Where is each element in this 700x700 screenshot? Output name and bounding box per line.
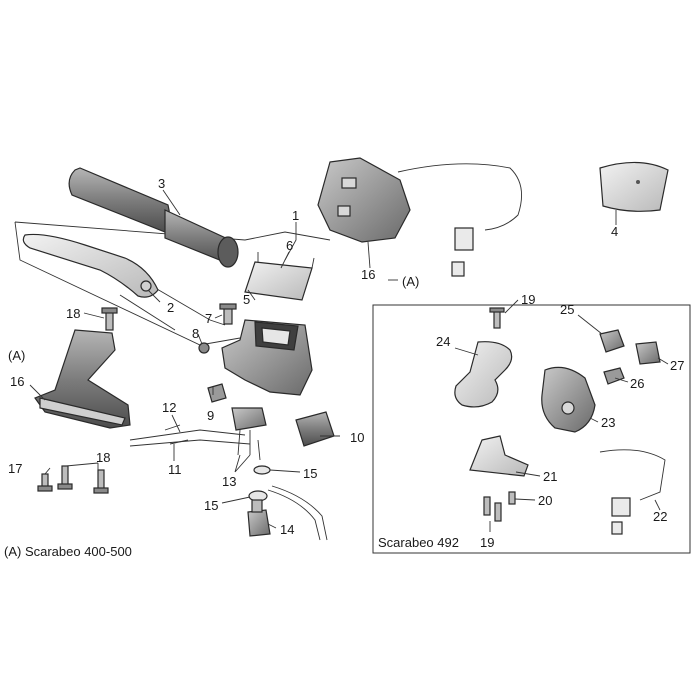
part-23 <box>541 366 596 433</box>
part-21 <box>469 435 529 477</box>
callout-27: 27 <box>670 358 684 373</box>
washers-15 <box>248 465 271 502</box>
switch-housing-left <box>34 329 131 429</box>
cables <box>129 424 251 447</box>
screws-lower-left <box>37 465 109 494</box>
part-8 <box>198 342 210 354</box>
switch-housing-upper <box>317 157 523 277</box>
callout-15-lower: 15 <box>204 498 218 513</box>
part-26 <box>603 367 625 385</box>
callout-19-lower: 19 <box>480 535 494 550</box>
legend-note: (A) Scarabeo 400-500 <box>4 544 132 559</box>
callout-16-left: 16 <box>10 374 24 389</box>
callout-24: 24 <box>436 334 450 349</box>
callout-18-lower: 18 <box>96 450 110 465</box>
brake-switch <box>231 407 267 461</box>
scarabeo-492-inset <box>372 304 691 554</box>
callout-20: 20 <box>538 493 552 508</box>
callout-10: 10 <box>350 430 364 445</box>
callout-14: 14 <box>280 522 294 537</box>
callout-22: 22 <box>653 509 667 524</box>
callout-23: 23 <box>601 415 615 430</box>
cover <box>599 161 669 212</box>
part-22 <box>599 449 666 535</box>
note-a-left: (A) <box>8 348 25 363</box>
callout-13: 13 <box>222 474 236 489</box>
callout-3: 3 <box>158 176 165 191</box>
callout-16-upper: 16 <box>361 267 375 282</box>
callout-5: 5 <box>243 292 250 307</box>
callout-4: 4 <box>611 224 618 239</box>
brake-lever <box>22 233 159 298</box>
leader-lines <box>29 189 669 532</box>
inset-title: Scarabeo 492 <box>378 535 459 550</box>
screw-7 <box>219 303 237 325</box>
callout-25: 25 <box>560 302 574 317</box>
callout-15-upper: 15 <box>303 466 317 481</box>
screw-18-upper <box>101 307 118 331</box>
sensor-9 <box>207 383 227 403</box>
part-24 <box>454 341 513 408</box>
callout-12: 12 <box>162 400 176 415</box>
callout-17: 17 <box>8 461 22 476</box>
handlebar-outline <box>14 221 331 346</box>
callout-7: 7 <box>205 311 212 326</box>
master-cylinder <box>221 319 313 396</box>
handlebar-frame <box>119 281 226 331</box>
note-a-upper: (A) <box>402 274 419 289</box>
part-27 <box>635 341 661 365</box>
callout-6: 6 <box>286 238 293 253</box>
callout-11: 11 <box>168 462 182 477</box>
callout-21: 21 <box>543 469 557 484</box>
banjo-bolt <box>247 499 271 537</box>
callout-8: 8 <box>192 326 199 341</box>
callout-19-upper: 19 <box>521 292 535 307</box>
grip <box>68 167 239 268</box>
screws-19-20 <box>483 307 516 522</box>
callout-18-upper: 18 <box>66 306 80 321</box>
callout-9: 9 <box>207 408 214 423</box>
brake-hose <box>267 485 328 541</box>
callout-26: 26 <box>630 376 644 391</box>
block-10 <box>295 411 335 447</box>
callout-1: 1 <box>292 208 299 223</box>
callout-2: 2 <box>167 300 174 315</box>
part-25 <box>599 329 625 353</box>
reservoir-cap <box>244 252 315 301</box>
